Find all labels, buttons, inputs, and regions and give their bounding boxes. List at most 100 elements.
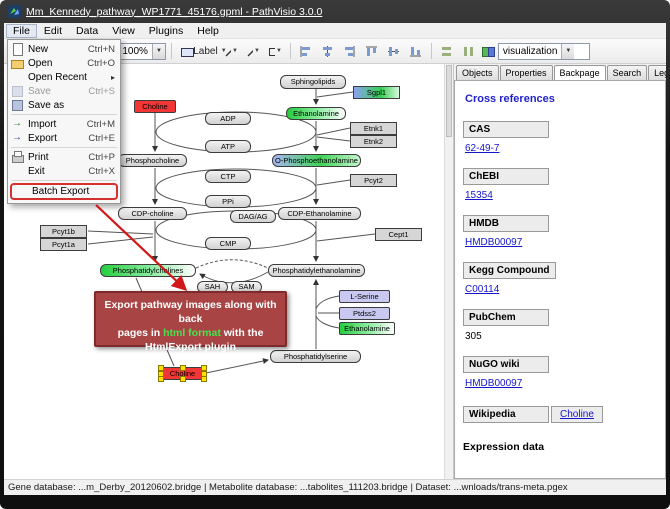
pathway-node-pcyt1a[interactable]: Pcyt1a [40,238,87,251]
pathway-node-choline[interactable]: Choline [134,100,176,113]
node-label: Etnk2 [363,136,384,146]
shape-tool-button[interactable]: ▼ [265,41,285,61]
align-bottom-button[interactable] [406,41,426,61]
align-top-button[interactable] [362,41,382,61]
visualization-combobox[interactable]: visualization ▼ [497,42,590,60]
pathway-node-choline[interactable]: Choline [158,365,207,382]
pathway-node-pcyt1b[interactable]: Pcyt1b [40,225,87,238]
pathway-node-adp[interactable]: ADP [205,112,251,125]
node-label: Sphingolipids [290,77,336,87]
align-bottom-icon [410,46,422,56]
align-middle-button[interactable] [384,41,404,61]
line-tool-button[interactable]: ▼ [221,41,241,61]
pathway-node-ctp[interactable]: CTP [205,170,251,183]
datanode-icon [180,44,195,58]
tab-objects[interactable]: Objects [456,65,499,80]
node-label: O-Phosphoethanolamine [275,155,358,165]
xref-value[interactable]: HMDB00097 [465,237,523,248]
pathway-node-l-serine[interactable]: L-Serine [339,290,390,303]
pathway-node-cdp-choline[interactable]: CDP-choline [118,207,187,220]
file-menu-item-save-as[interactable]: Save as [8,98,120,112]
pathway-node-etnk2[interactable]: Etnk2 [350,135,397,148]
xref-database-label: HMDB [463,215,549,232]
pathway-node-cmp[interactable]: CMP [205,237,251,250]
selection-handle[interactable] [179,365,186,371]
xref-value[interactable]: C00114 [465,284,500,295]
tab-search[interactable]: Search [606,65,648,80]
selection-handle[interactable] [201,376,207,382]
xref-value[interactable]: Choline [551,406,603,423]
pathway-node-atp[interactable]: ATP [205,140,251,153]
zoom-dropdown-arrow-icon[interactable]: ▼ [151,43,165,59]
file-menu-item-batch-export[interactable]: Batch Export [10,183,118,200]
pathway-node-dag-ag[interactable]: DAG/AG [230,210,276,223]
node-label: ATP [220,141,236,151]
visualization-dropdown-arrow-icon[interactable]: ▼ [561,43,575,59]
xref-value[interactable]: HMDB00097 [465,378,523,389]
pathway-node-phosphatidylserine[interactable]: Phosphatidylserine [270,350,361,363]
pathway-node-o-phosphoethanolamine[interactable]: O-Phosphoethanolamine [272,154,361,167]
zoom-value: 100% [122,45,148,57]
pathway-node-etnk1[interactable]: Etnk1 [350,122,397,135]
dropdown-arrow-icon: ▼ [253,48,260,54]
align-right-button[interactable] [340,41,360,61]
tab-backpage[interactable]: Backpage [553,65,606,81]
xref-database-label: PubChem [463,309,549,326]
pathway-node-phosphatidylethanolamine[interactable]: Phosphatidylethanolamine [268,264,365,277]
xref-value[interactable]: 62-49-7 [465,143,500,154]
file-menu-item-open-recent[interactable]: Open Recent▸ [8,70,120,84]
canvas-vertical-scrollbar[interactable] [444,64,453,479]
blank-icon [15,186,28,198]
pathway-node-ethanolamine[interactable]: Ethanolamine [286,107,346,120]
pathway-node-ethanolamine[interactable]: Ethanolamine [339,322,395,335]
pathway-node-ptdss2[interactable]: Ptdss2 [339,307,390,320]
menu-edit[interactable]: Edit [43,24,63,37]
pathway-node-sphingolipids[interactable]: Sphingolipids [280,75,346,89]
node-label: Ptdss2 [353,308,376,318]
add-datanode-button[interactable]: ▼ [177,41,197,61]
align-left-button[interactable] [296,41,316,61]
tab-properties[interactable]: Properties [499,65,553,80]
align-center-icon [323,45,333,57]
menu-file[interactable]: File [6,23,37,38]
pathway-node-cept1[interactable]: Cept1 [375,228,422,241]
visualization-value: visualization [502,45,558,57]
same-height-button[interactable] [459,41,479,61]
xref-value: 305 [465,331,482,342]
pathway-node-phosphocholine[interactable]: Phosphocholine [118,154,187,167]
selection-handle[interactable] [158,376,164,382]
pathway-node-ppi[interactable]: PPi [205,195,251,208]
menu-data[interactable]: Data [76,24,99,37]
xref-value[interactable]: 15354 [465,190,493,201]
toolbar-separator [170,43,172,59]
pathway-node-sgpl1[interactable]: Sgpl1 [353,86,400,99]
align-center-button[interactable] [318,41,338,61]
selection-handle[interactable] [179,376,186,382]
tab-legend[interactable]: Legend [648,65,666,80]
menu-plugins[interactable]: Plugins [148,24,184,37]
menu-help[interactable]: Help [197,24,219,37]
pathway-node-cdp-ethanolamine[interactable]: CDP-Ethanolamine [278,207,361,220]
node-label: L-Serine [350,291,379,301]
pathway-node-pcyt2[interactable]: Pcyt2 [350,174,397,187]
add-label-button[interactable]: Label▼ [193,41,226,61]
arrow-tool-button[interactable]: ▼ [243,41,263,61]
xref-section-pubchem: PubChem 305 [463,307,657,342]
zoom-combobox[interactable]: 100% ▼ [117,42,166,60]
same-width-button[interactable] [437,41,457,61]
menu-view[interactable]: View [112,24,135,37]
submenu-arrow-icon: ▸ [110,72,115,82]
align-middle-icon [388,46,400,56]
scrollbar-thumb[interactable] [446,65,452,137]
pathway-node-phosphatidylcholines[interactable]: Phosphatidylcholines [100,264,196,277]
